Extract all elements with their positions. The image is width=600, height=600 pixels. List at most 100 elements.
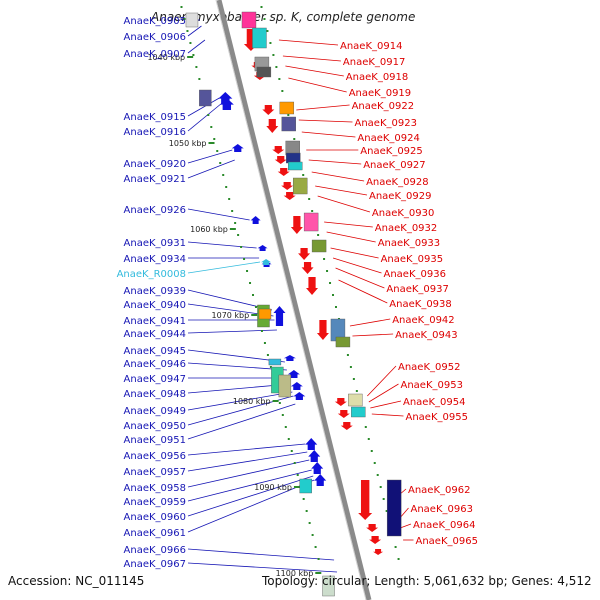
label-leader-lines (187, 19, 414, 573)
right-leader-line (324, 221, 373, 228)
plus-strand-gene (334, 398, 347, 406)
left-gene-label: AnaeK_0948 (124, 389, 186, 400)
plus-strand-gene (283, 192, 296, 200)
topology-text: Topology: circular; Length: 5,061,632 bp… (262, 574, 592, 588)
map-title: Anaeromyxobacter sp. K, complete genome (150, 10, 415, 24)
right-leader-line (311, 171, 365, 182)
scale-dot-left (254, 306, 257, 308)
left-gene-label: AnaeK_0950 (124, 421, 186, 432)
plus-strand-gene (340, 422, 353, 430)
scale-major-dash (293, 486, 300, 488)
right-gene-label: AnaeK_0927 (363, 160, 425, 171)
scale-dot-left (207, 114, 210, 116)
scale-dot-left (287, 438, 290, 440)
right-gene-label: AnaeK_0942 (392, 315, 454, 326)
scale-dot-right (329, 282, 332, 284)
plus-strand-gene (366, 524, 379, 532)
scale-dot-left (189, 42, 192, 44)
scale-dot-left (305, 510, 308, 512)
minus-strand-gene (314, 474, 327, 486)
scale-dot-right (302, 174, 305, 176)
scale-tick-label: 1070 kbp (212, 311, 250, 320)
scale-dot-right (397, 558, 400, 560)
scale-major-dash (208, 142, 215, 144)
scale-dot-right (269, 42, 272, 44)
scale-dot-left (302, 498, 305, 500)
scale-dot-left (237, 234, 240, 236)
homology-block (256, 66, 272, 78)
left-gene-label: AnaeK_0961 (124, 528, 186, 539)
left-leader-line (187, 261, 261, 274)
scale-dot-right (326, 270, 329, 272)
scale-dot-right (266, 30, 269, 32)
left-gene-label: AnaeK_0967 (124, 559, 186, 570)
right-gene-label: AnaeK_0925 (360, 146, 422, 157)
right-leader-line (367, 365, 397, 397)
scale-dot-right (317, 234, 320, 236)
left-leader-line (187, 362, 287, 371)
homology-block (292, 177, 308, 195)
plus-strand-gene (262, 105, 275, 115)
right-gene-label: AnaeK_0933 (378, 238, 440, 249)
scale-dot-left (198, 78, 201, 80)
homology-block (185, 12, 199, 28)
scale-major-dash (229, 228, 236, 230)
right-leader-line (371, 413, 404, 417)
right-gene-label: AnaeK_0965 (416, 536, 478, 547)
left-gene-label: AnaeK_0960 (124, 512, 186, 523)
scale-dot-right (382, 498, 385, 500)
scale-dot-left (222, 174, 225, 176)
minus-strand-labels: AnaeK_0905AnaeK_0906AnaeK_0907AnaeK_0915… (117, 16, 186, 570)
plus-strand-gene (266, 119, 279, 133)
homology-block (281, 116, 296, 132)
plus-strand-gene (290, 216, 303, 234)
plus-strand-gene (298, 248, 311, 260)
left-gene-label: AnaeK_0957 (124, 467, 186, 478)
minus-strand-gene (250, 216, 261, 224)
right-gene-label: AnaeK_0953 (401, 380, 463, 391)
left-leader-line (187, 329, 277, 334)
left-gene-label: AnaeK_0966 (124, 545, 186, 556)
scale-dot-right (376, 474, 379, 476)
right-leader-line (278, 39, 339, 46)
minus-strand-gene (219, 98, 234, 110)
left-leader-line (187, 159, 235, 179)
right-leader-line (285, 65, 344, 77)
right-gene-label: AnaeK_0922 (352, 101, 414, 112)
left-gene-label: AnaeK_R0008 (117, 269, 186, 280)
left-gene-label: AnaeK_0931 (124, 238, 186, 249)
scale-dot-left (183, 18, 186, 20)
plus-strand-gene (277, 168, 290, 176)
right-gene-label: AnaeK_0937 (386, 284, 448, 295)
homology-block (322, 575, 335, 597)
left-gene-label: AnaeK_0947 (124, 374, 186, 385)
homology-block (303, 212, 319, 232)
right-gene-label: AnaeK_0938 (389, 299, 451, 310)
left-gene-label: AnaeK_0939 (124, 286, 186, 297)
scale-dot-right (293, 138, 296, 140)
left-leader-line (187, 443, 306, 456)
scale-dot-left (281, 414, 284, 416)
scale-dot-left (195, 66, 198, 68)
right-leader-line (298, 119, 353, 123)
scale-dot-left (311, 534, 314, 536)
scale-dot-right (308, 198, 311, 200)
scale-dot-left (246, 270, 249, 272)
left-gene-label: AnaeK_0915 (124, 112, 186, 123)
minus-strand-gene (231, 144, 244, 152)
scale-dot-right (272, 54, 275, 56)
minus-strand-gene (257, 245, 268, 251)
right-gene-label: AnaeK_0918 (346, 72, 408, 83)
scale-dot-left (266, 354, 269, 356)
scale-dot-right (385, 510, 388, 512)
right-gene-label: AnaeK_0924 (357, 133, 419, 144)
right-gene-label: AnaeK_0954 (403, 397, 465, 408)
right-leader-line (326, 231, 376, 243)
scale-dot-left (284, 426, 287, 428)
left-gene-label: AnaeK_0907 (124, 49, 186, 60)
scale-dot-left (228, 198, 231, 200)
homology-block (199, 89, 212, 107)
backbone-line (216, 0, 372, 600)
